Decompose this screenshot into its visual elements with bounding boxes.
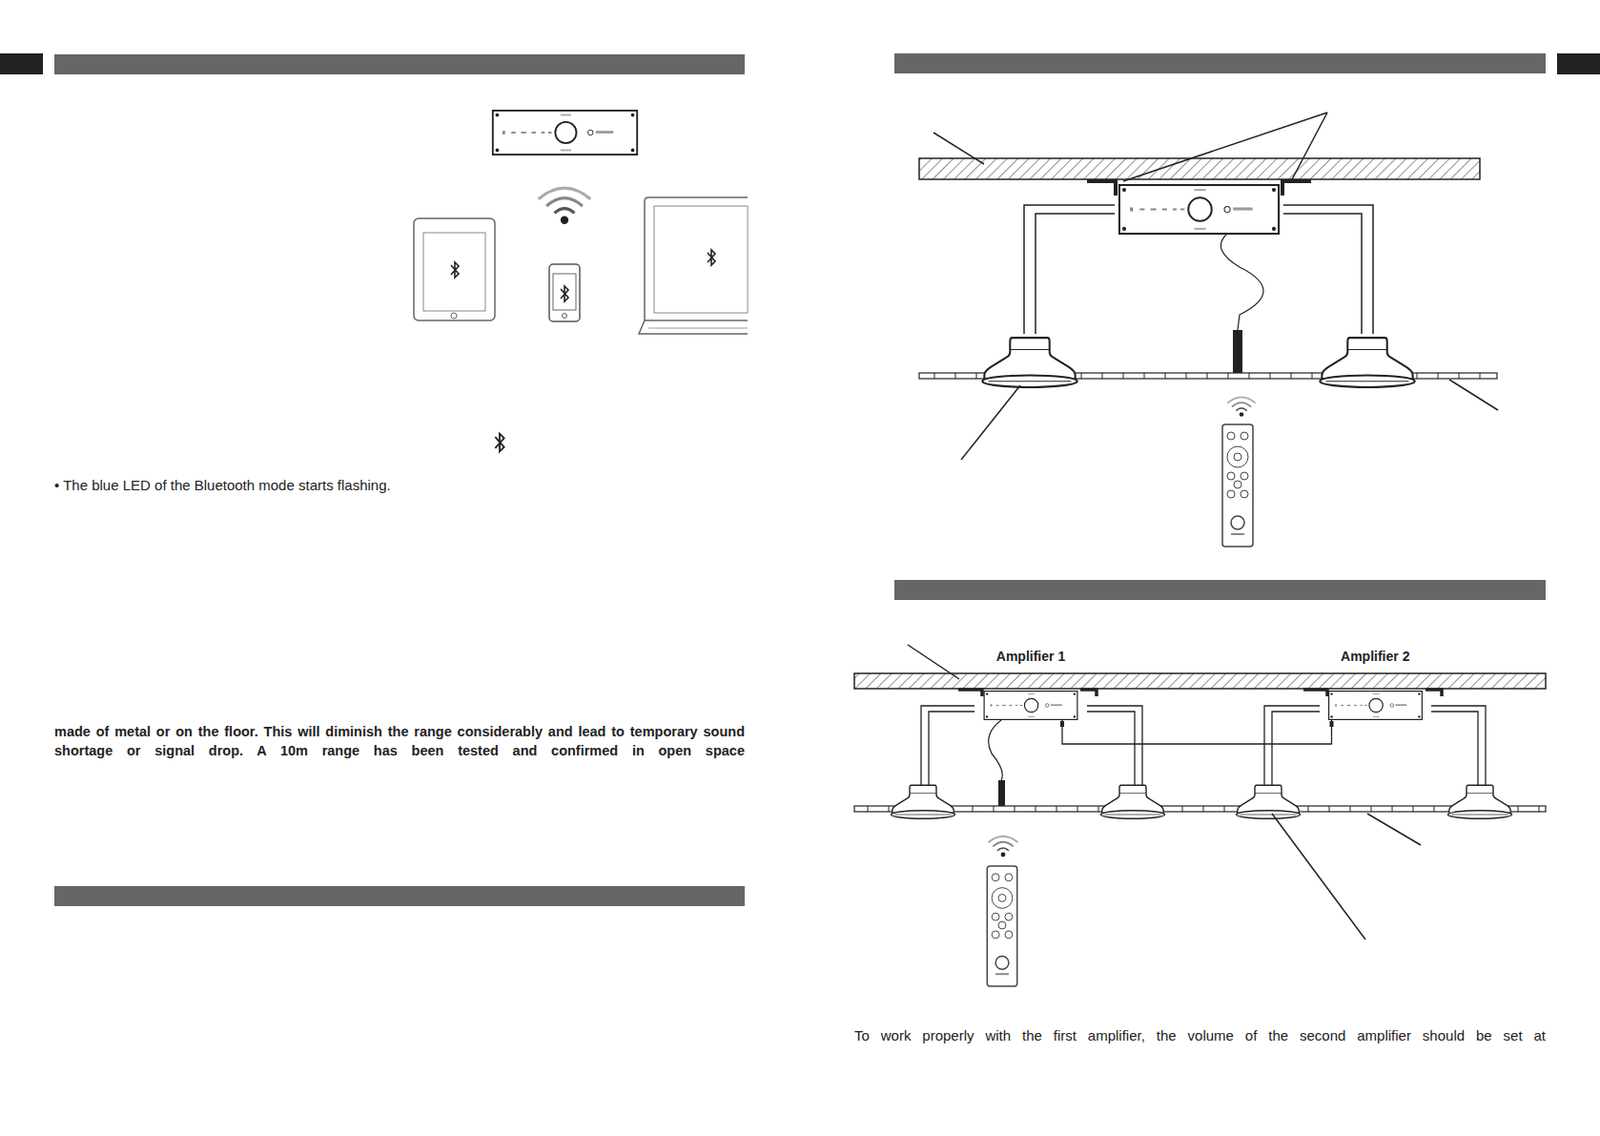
amplifier-label: Amplifier 1 xyxy=(974,648,1088,664)
body-text: To work properly with the first amplifie… xyxy=(854,1025,1546,1046)
amplifier-unit: Amplifier 2 xyxy=(1319,648,1433,720)
warning-note: made of metal or on the floor. This will… xyxy=(54,721,745,760)
link-cable xyxy=(1060,719,1334,744)
amplifier-unit: Amplifier 1 xyxy=(974,648,1088,720)
amplifier-label: Amplifier 2 xyxy=(1319,648,1433,664)
body-text: • The blue LED of the Bluetooth mode sta… xyxy=(54,475,741,495)
